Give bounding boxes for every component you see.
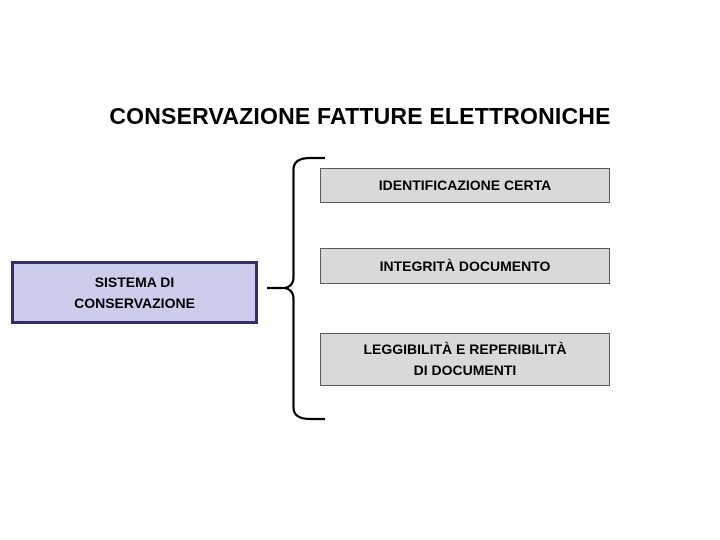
requirement-box-label: IDENTIFICAZIONE CERTA — [379, 175, 551, 195]
requirement-label-line1: INTEGRITÀ DOCUMENTO — [379, 257, 551, 274]
requirement-box-label: INTEGRITÀ DOCUMENTO — [380, 256, 551, 276]
source-box-label: SISTEMA DI CONSERVAZIONE — [74, 272, 195, 313]
requirement-label-line1: IDENTIFICAZIONE CERTA — [378, 177, 552, 194]
requirement-box-identificazione-certa[interactable]: IDENTIFICAZIONE CERTA — [320, 168, 610, 203]
source-box-sistema-di-conservazione[interactable]: SISTEMA DI CONSERVAZIONE — [11, 261, 258, 324]
page-title: CONSERVAZIONE FATTURE ELETTRONICHE — [109, 103, 611, 129]
source-box-label-line2: CONSERVAZIONE — [74, 294, 195, 311]
curly-brace-icon — [267, 156, 325, 421]
requirement-box-integrita-documento[interactable]: INTEGRITÀ DOCUMENTO — [320, 248, 610, 284]
requirement-label-line2: DI DOCUMENTI — [413, 361, 517, 378]
source-box-label-line1: SISTEMA DI — [94, 274, 175, 291]
requirement-box-label: LEGGIBILITÀ E REPERIBILITÀ DI DOCUMENTI — [363, 339, 566, 380]
requirement-label-line1: LEGGIBILITÀ E REPERIBILITÀ — [363, 341, 567, 358]
requirement-box-leggibilita-e-reperibilita[interactable]: LEGGIBILITÀ E REPERIBILITÀ DI DOCUMENTI — [320, 333, 610, 386]
